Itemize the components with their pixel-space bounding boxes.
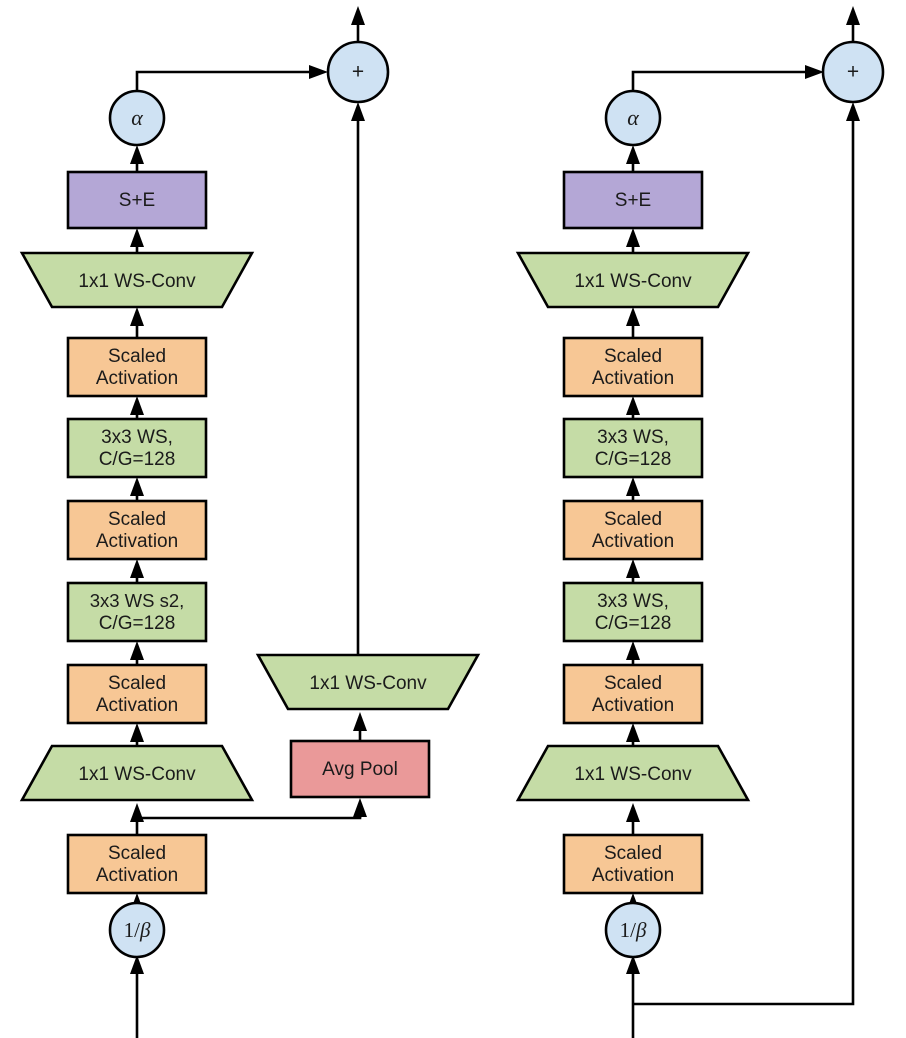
- edge-convout-to-se: [130, 228, 144, 253]
- node-scaled-activation-left-2[interactable]: Scaled Activation: [66, 499, 208, 561]
- conv3x3-label-line2: C/G=128: [99, 449, 176, 470]
- beta-inverse-label: 1/β: [620, 918, 647, 942]
- node-sum-left[interactable]: +: [326, 40, 390, 104]
- edge-act1-to-conv3x3a-right: [626, 641, 640, 665]
- node-conv3x3-right-a[interactable]: 3x3 WS, C/G=128: [562, 581, 704, 643]
- edge-conv3x3a-to-act2-right: [626, 559, 640, 583]
- alpha-label: α: [131, 105, 143, 130]
- scaled-activation-label-line2: Activation: [592, 695, 674, 716]
- node-alpha-left[interactable]: α: [108, 89, 166, 147]
- node-scaled-activation-right-1[interactable]: Scaled Activation: [562, 663, 704, 725]
- scaled-activation-label-line2: Activation: [592, 531, 674, 552]
- scaled-activation-label-line2: Activation: [96, 865, 178, 886]
- edge-act3-to-convout: [130, 307, 144, 338]
- node-conv-in-right[interactable]: 1x1 WS-Conv: [515, 744, 751, 802]
- edge-sum-to-output-right: [846, 6, 860, 42]
- node-squeeze-excite-left[interactable]: S+E: [66, 170, 208, 230]
- scaled-activation-label-line2: Activation: [592, 368, 674, 389]
- edge-act0-to-convin-right: [626, 803, 640, 835]
- edge-act1-to-conv3x3a: [130, 641, 144, 665]
- edge-act2-to-conv3x3b-right: [626, 477, 640, 501]
- edge-conv3x3b-to-act3: [130, 396, 144, 419]
- avg-pool-label: Avg Pool: [322, 759, 398, 780]
- edge-alpha-to-sum-right: [631, 65, 824, 91]
- sum-label: +: [352, 61, 364, 84]
- scaled-activation-label-line1: Scaled: [604, 673, 662, 694]
- edge-act3-to-convout-right: [626, 307, 640, 338]
- edge-act2-to-conv3x3b: [130, 477, 144, 501]
- node-conv3x3-s2-left-a[interactable]: 3x3 WS s2, C/G=128: [66, 581, 208, 643]
- scaled-activation-label-line2: Activation: [96, 368, 178, 389]
- node-scaled-activation-right-2[interactable]: Scaled Activation: [562, 499, 704, 561]
- node-squeeze-excite-right[interactable]: S+E: [562, 170, 704, 230]
- conv-out-label: 1x1 WS-Conv: [574, 271, 692, 292]
- node-scaled-activation-left-3[interactable]: Scaled Activation: [66, 336, 208, 398]
- beta-inverse-label: 1/β: [124, 918, 151, 942]
- node-scaled-activation-left-1[interactable]: Scaled Activation: [66, 663, 208, 725]
- conv-in-label: 1x1 WS-Conv: [574, 764, 692, 785]
- edge-input-to-beta-right: [626, 955, 640, 1038]
- conv-in-label: 1x1 WS-Conv: [78, 764, 196, 785]
- edge-input-to-beta: [130, 955, 144, 1038]
- squeeze-excite-label: S+E: [119, 190, 155, 211]
- node-beta-inverse-right[interactable]: 1/β: [604, 901, 662, 959]
- scaled-activation-label-line1: Scaled: [108, 346, 166, 367]
- edge-skipconv-to-sum: [351, 102, 365, 655]
- scaled-activation-label-line2: Activation: [96, 531, 178, 552]
- edge-convin-to-act1: [130, 723, 144, 746]
- node-scaled-activation-left-0[interactable]: Scaled Activation: [66, 833, 208, 895]
- sum-label: +: [847, 61, 859, 84]
- node-scaled-activation-right-3[interactable]: Scaled Activation: [562, 336, 704, 398]
- conv3x3-label-line2: C/G=128: [595, 613, 672, 634]
- conv3x3-label-line1: 3x3 WS,: [597, 591, 669, 612]
- non-transition-block-group: + α S+E 1x1 WS-Conv Scaled Activation 3x…: [515, 6, 885, 1038]
- scaled-activation-label-line1: Scaled: [604, 346, 662, 367]
- node-avg-pool-left[interactable]: Avg Pool: [289, 739, 431, 799]
- edge-conv3x3a-to-act2: [130, 559, 144, 583]
- node-sum-right[interactable]: +: [821, 40, 885, 104]
- node-conv3x3-left-b[interactable]: 3x3 WS, C/G=128: [66, 417, 208, 479]
- edge-avgpool-to-skipconv: [353, 712, 367, 741]
- node-conv3x3-right-b[interactable]: 3x3 WS, C/G=128: [562, 417, 704, 479]
- scaled-activation-label-line1: Scaled: [604, 843, 662, 864]
- node-beta-inverse-left[interactable]: 1/β: [108, 901, 166, 959]
- edge-skip-right: [633, 102, 860, 1006]
- edge-branch-to-avgpool: [137, 798, 367, 820]
- scaled-activation-label-line1: Scaled: [108, 673, 166, 694]
- edge-convin-to-act1-right: [626, 723, 640, 746]
- squeeze-excite-label: S+E: [615, 190, 651, 211]
- node-skip-conv-left[interactable]: 1x1 WS-Conv: [255, 653, 481, 711]
- skip-conv-label: 1x1 WS-Conv: [309, 673, 427, 694]
- conv3x3-label-line1: 3x3 WS,: [101, 427, 173, 448]
- scaled-activation-label-line1: Scaled: [604, 509, 662, 530]
- edge-se-to-alpha-right: [626, 145, 640, 172]
- conv-out-label: 1x1 WS-Conv: [78, 271, 196, 292]
- node-conv-out-right[interactable]: 1x1 WS-Conv: [515, 251, 751, 309]
- alpha-label: α: [627, 105, 639, 130]
- edge-sum-to-output: [351, 6, 365, 42]
- edge-se-to-alpha: [130, 145, 144, 172]
- scaled-activation-label-line2: Activation: [96, 695, 178, 716]
- conv3x3-label-line2: C/G=128: [595, 449, 672, 470]
- conv3x3-s2-label-line2: C/G=128: [99, 613, 176, 634]
- edge-conv3x3b-to-act3-right: [626, 396, 640, 419]
- edge-alpha-to-sum: [135, 65, 328, 91]
- transition-block-group: + α S+E 1x1 WS-Conv Scaled Activation 3x…: [19, 6, 481, 1038]
- node-conv-out-left[interactable]: 1x1 WS-Conv: [19, 251, 255, 309]
- scaled-activation-label-line2: Activation: [592, 865, 674, 886]
- node-conv-in-left[interactable]: 1x1 WS-Conv: [19, 744, 255, 802]
- node-scaled-activation-right-0[interactable]: Scaled Activation: [562, 833, 704, 895]
- conv3x3-s2-label-line1: 3x3 WS s2,: [90, 590, 185, 611]
- edge-convout-to-se-right: [626, 228, 640, 253]
- scaled-activation-label-line1: Scaled: [108, 509, 166, 530]
- node-alpha-right[interactable]: α: [604, 89, 662, 147]
- scaled-activation-label-line1: Scaled: [108, 843, 166, 864]
- conv3x3-label-line1: 3x3 WS,: [597, 427, 669, 448]
